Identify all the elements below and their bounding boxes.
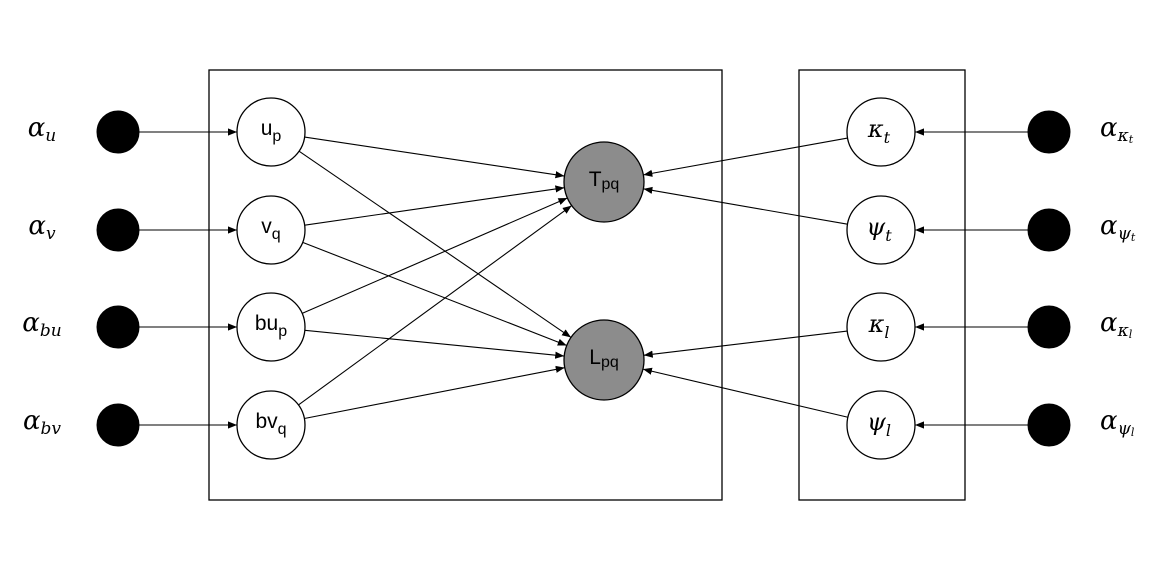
hyper-node-alpha-psi-t	[1027, 208, 1071, 252]
hyper-label-alpha-u: αu	[28, 113, 57, 146]
param-label-psi-t: ψt	[866, 213, 892, 245]
hyper-node-alpha-psi-l	[1027, 403, 1071, 447]
hyper-label-alpha-bv: αbv	[23, 406, 61, 439]
nodes	[96, 97, 1071, 460]
latent-node-vq	[236, 195, 306, 265]
edge-vq-L	[302, 241, 567, 346]
latent-label-bup: bup	[255, 312, 287, 341]
edge-kappa-t-T	[643, 137, 848, 177]
hyper-node-alpha-bu	[96, 305, 140, 349]
latent-label-up: up	[261, 117, 282, 146]
hyper-label-alpha-kappa-t: ακt	[1100, 113, 1134, 146]
edge-kappa-l-L	[643, 330, 848, 358]
edge-psi-l-L	[642, 367, 849, 418]
hyper-label-alpha-bu: αbu	[22, 308, 61, 341]
edge-psi-t-T	[643, 186, 848, 225]
param-node-psi-t	[846, 195, 916, 265]
hyper-node-alpha-kappa-t	[1027, 110, 1071, 154]
param-label-kappa-l: κl	[868, 310, 890, 342]
latent-label-vq: vq	[261, 215, 280, 244]
hyper-node-alpha-bv	[96, 403, 140, 447]
param-node-kappa-t	[846, 97, 916, 167]
observed-node-L	[563, 319, 645, 401]
edge-up-L	[298, 150, 572, 338]
plate-user-item	[208, 69, 723, 501]
latent-node-bvq	[236, 390, 306, 460]
hyper-node-alpha-kappa-l	[1027, 305, 1071, 349]
hyper-node-alpha-u	[96, 110, 140, 154]
latent-node-up	[236, 97, 306, 167]
observed-label-T: Tpq	[589, 168, 620, 194]
edge-up-T	[304, 136, 565, 179]
latent-label-bvq: bvq	[255, 410, 286, 439]
edges	[139, 128, 1028, 429]
hyper-node-alpha-v	[96, 208, 140, 252]
edge-bup-L	[304, 329, 565, 359]
hyper-label-alpha-v: αv	[28, 211, 56, 244]
hyper-label-alpha-psi-t: αψt	[1100, 211, 1136, 244]
latent-node-bup	[236, 292, 306, 362]
param-label-kappa-t: κt	[867, 115, 891, 147]
edge-bvq-T	[298, 205, 573, 406]
edge-bvq-L	[304, 365, 565, 420]
param-label-psi-l: ψl	[867, 408, 891, 440]
param-node-psi-l	[846, 390, 916, 460]
edge-bup-T	[301, 197, 568, 314]
hyper-label-alpha-psi-l: αψl	[1100, 406, 1135, 439]
observed-node-T	[563, 141, 645, 223]
edge-vq-T	[304, 185, 565, 226]
plate-parameters	[798, 69, 966, 501]
param-node-kappa-l	[846, 292, 916, 362]
observed-label-L: Lpq	[589, 346, 618, 372]
hyper-label-alpha-kappa-l: ακl	[1100, 308, 1133, 341]
